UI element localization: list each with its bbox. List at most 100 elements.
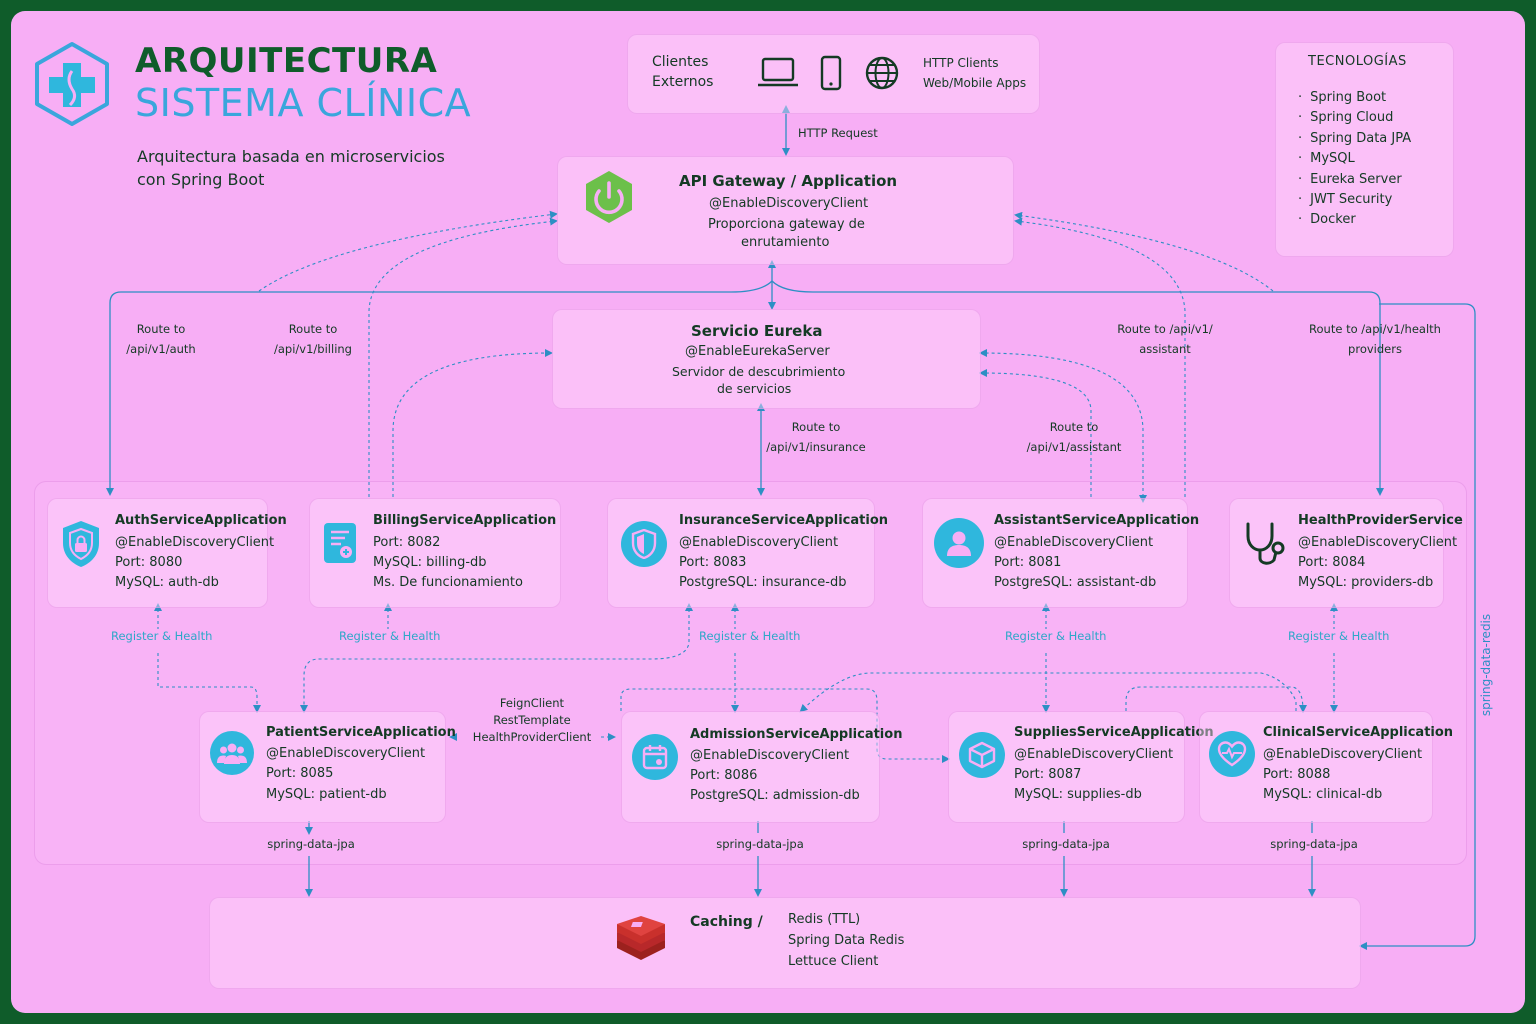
route-billing-label: Route to/api/v1/billing [274,322,352,356]
auth-service-line1: @EnableDiscoveryClient [115,535,275,550]
clinical-service-line1: @EnableDiscoveryClient [1263,747,1423,762]
admission-service-line2: Port: 8086 [690,768,758,783]
jpa-label-patient: spring-data-jpa [267,837,355,851]
register-health-label-assistant: Register & Health [1005,629,1107,643]
assistant-service-name: AssistantServiceApplication [994,513,1200,528]
feign-client-label: FeignClient RestTemplate HealthProviderC… [472,696,592,744]
eureka-desc-line1: Servidor de descubrimiento [672,364,846,379]
clinical-service-line3: MySQL: clinical-db [1263,787,1383,802]
route-insurance-label: Route to/api/v1/insurance [766,420,866,454]
connector-lines [106,105,1476,950]
eureka-service-box [552,309,981,409]
technology-item: Spring Boot [1298,88,1411,108]
healthprovider-service-name: HealthProviderService [1298,513,1463,528]
billing-service-line1: Port: 8082 [373,535,441,550]
register-health-label-auth: Register & Health [111,629,213,643]
caching-item-spring-data-redis: Spring Data Redis [788,933,905,948]
patient-service-line2: Port: 8085 [266,766,334,781]
healthprovider-service-card [1229,498,1444,608]
gateway-desc-line2: enrutamiento [741,235,830,250]
redis-icon [615,916,667,968]
billing-service-line3: Ms. De funcionamiento [373,575,523,590]
technology-item: MySQL [1298,149,1411,169]
insurance-service-line1: @EnableDiscoveryClient [679,535,839,550]
route-assistant-mid-label: Route to/api/v1/assistant [1026,420,1122,454]
jpa-label-clinical: spring-data-jpa [1270,837,1358,851]
technology-item: Docker [1298,210,1411,230]
technology-item: Spring Cloud [1298,108,1411,128]
redis-side-label: spring-data-redis [1479,613,1493,717]
insurance-service-line2: Port: 8083 [679,555,747,570]
clinical-service-line2: Port: 8088 [1263,767,1331,782]
technology-item: JWT Security [1298,190,1411,210]
patient-service-line3: MySQL: patient-db [266,787,387,802]
auth-service-line3: MySQL: auth-db [115,575,219,590]
billing-service-name: BillingServiceApplication [373,513,557,528]
heart-pulse-icon [1209,731,1255,777]
admission-service-line3: PostgreSQL: admission-db [690,788,860,803]
calendar-icon [632,734,678,780]
gateway-annotation: @EnableDiscoveryClient [709,196,869,211]
route-auth-label: Route to/api/v1/auth [126,322,196,356]
users-icon [210,731,254,775]
jpa-label-admission: spring-data-jpa [716,837,804,851]
page-subtitle-line1: Arquitectura basada en microservicios [137,147,445,166]
technologies-list: Spring BootSpring CloudSpring Data JPAMy… [1298,88,1411,231]
technology-item: Eureka Server [1298,170,1411,190]
page-title-line2: SISTEMA CLÍNICA [135,81,472,125]
services-group [34,481,1467,865]
insurance-service-name: InsuranceServiceApplication [679,513,889,528]
caching-item-redis-ttl: Redis (TTL) [788,912,861,927]
http-request-label: HTTP Request [798,126,878,140]
stethoscope-icon [1240,520,1288,572]
admission-service-name: AdmissionServiceApplication [690,727,903,742]
assistant-service-line1: @EnableDiscoveryClient [994,535,1154,550]
box-icon [959,732,1005,778]
mobile-icon [819,55,843,95]
caching-title: Caching / [690,914,763,930]
shield-lock-icon [59,519,103,573]
insurance-service-card [607,498,875,608]
user-icon [934,518,984,568]
billing-service-line2: MySQL: billing-db [373,555,487,570]
admission-service-line1: @EnableDiscoveryClient [690,748,850,763]
diagram-canvas: ARQUITECTURA SISTEMA CLÍNICA Arquitectur… [11,11,1525,1013]
clients-desc-line1: HTTP Clients [923,56,999,70]
shield-icon [621,521,667,567]
supplies-service-line1: @EnableDiscoveryClient [1014,747,1174,762]
jpa-label-supplies: spring-data-jpa [1022,837,1110,851]
healthprovider-service-line1: @EnableDiscoveryClient [1298,535,1458,550]
caching-box [209,897,1361,989]
clients-desc-line2: Web/Mobile Apps [923,76,1027,90]
healthprovider-service-line3: MySQL: providers-db [1298,575,1434,590]
clinical-service-name: ClinicalServiceApplication [1263,725,1454,740]
insurance-service-line3: PostgreSQL: insurance-db [679,575,847,590]
register-health-label-insurance: Register & Health [699,629,801,643]
route-assistant-top-label: Route to /api/v1/assistant [1117,322,1213,356]
supplies-service-name: SuppliesServiceApplication [1014,725,1214,740]
patient-service-name: PatientServiceApplication [266,725,456,740]
auth-service-line2: Port: 8080 [115,555,183,570]
caching-item-lettuce: Lettuce Client [788,954,879,969]
technology-item: Spring Data JPA [1298,129,1411,149]
clients-label-line1: Clientes [652,54,709,70]
assistant-service-line3: PostgreSQL: assistant-db [994,575,1157,590]
healthprovider-service-line2: Port: 8084 [1298,555,1366,570]
clients-label-line2: Externos [652,74,714,90]
eureka-title: Servicio Eureka [691,322,823,340]
eureka-desc-line2: de servicios [717,381,792,396]
spring-power-icon [581,169,637,229]
assistant-service-line2: Port: 8081 [994,555,1062,570]
gateway-desc-line1: Proporciona gateway de [708,217,865,232]
auth-service-name: AuthServiceApplication [115,513,287,528]
globe-icon [864,55,900,95]
register-health-label-billing: Register & Health [339,629,441,643]
invoice-icon [323,522,357,568]
laptop-icon [757,56,799,94]
gateway-title: API Gateway / Application [679,172,898,190]
supplies-service-line3: MySQL: supplies-db [1014,787,1142,802]
supplies-service-line2: Port: 8087 [1014,767,1082,782]
page-subtitle-line2: con Spring Boot [137,170,265,189]
external-clients-box [627,34,1040,114]
